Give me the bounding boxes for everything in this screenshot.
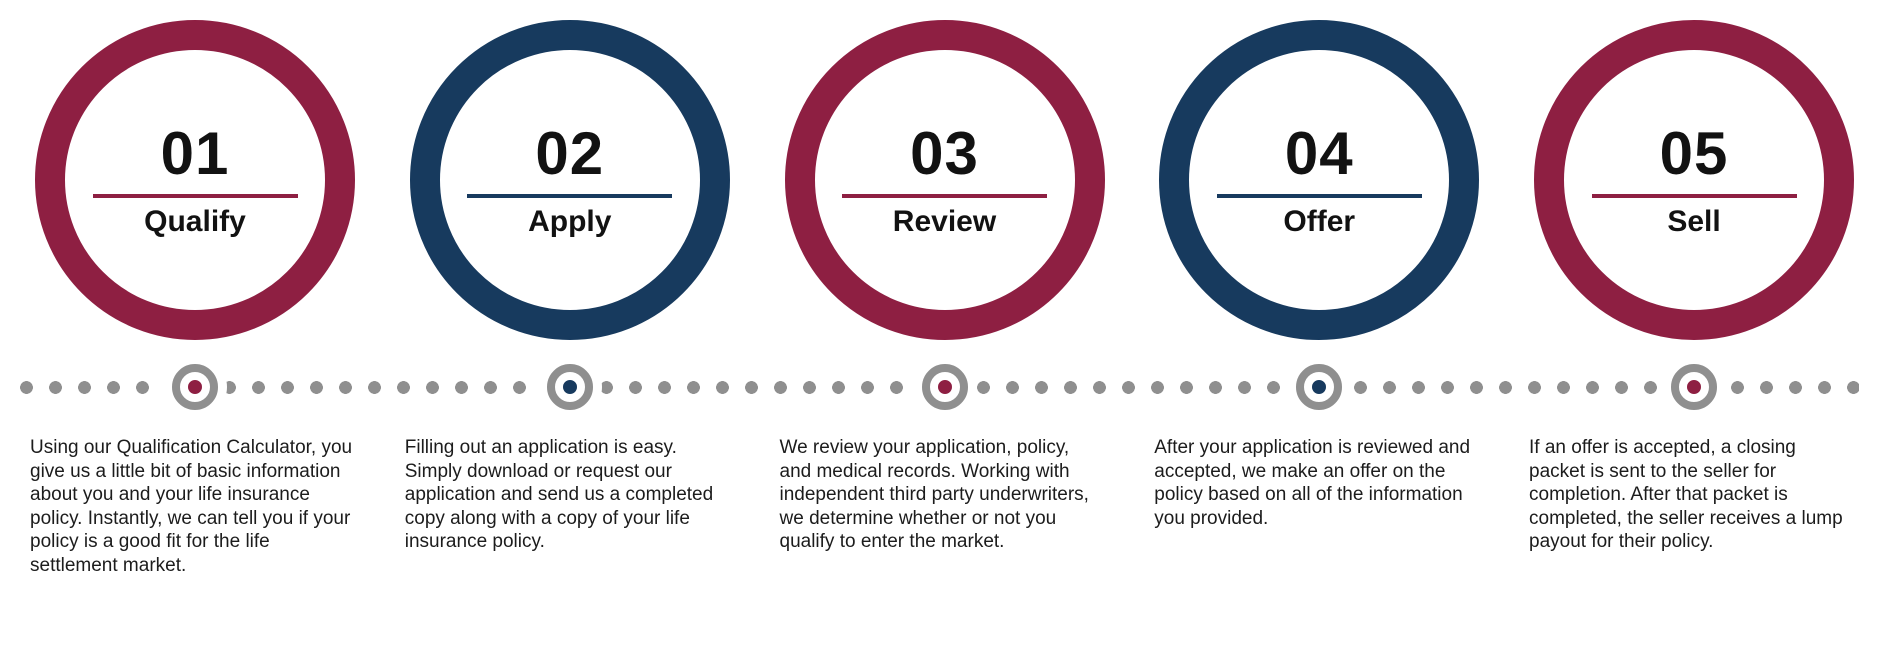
step-circle: 01 Qualify <box>35 20 355 340</box>
step-number: 04 <box>1284 119 1354 187</box>
step-circle: 02 Apply <box>409 20 730 340</box>
step-description: If an offer is accepted, a closing packe… <box>1529 437 1843 552</box>
step-divider <box>842 193 1047 198</box>
step-qualify: 01 Qualify Using our Qualification Calcu… <box>30 0 360 577</box>
step-offer: 04 Offer After your application is revie… <box>1154 0 1484 577</box>
timeline-marker-dot <box>937 380 952 394</box>
timeline-marker-dot <box>1687 380 1701 394</box>
step-number: 03 <box>910 119 979 187</box>
step-divider <box>92 193 298 198</box>
timeline-marker <box>921 364 968 410</box>
timeline-marker-dot <box>562 380 577 394</box>
step-description: After your application is reviewed and a… <box>1154 437 1471 529</box>
step-number: 01 <box>160 119 230 187</box>
step-description: Filling out an application is easy. Simp… <box>404 437 714 552</box>
timeline-marker-dot <box>1312 380 1327 394</box>
step-circle: 05 Sell <box>1534 20 1854 340</box>
step-title: Offer <box>1283 204 1356 238</box>
step-sell: 05 Sell If an offer is accepted, a closi… <box>1529 0 1859 577</box>
step-description: Using our Qualification Calculator, you … <box>30 437 353 576</box>
step-title: Sell <box>1667 204 1721 238</box>
step-title: Qualify <box>144 204 246 238</box>
step-apply: 02 Apply Filling out an application is e… <box>405 0 735 577</box>
step-divider <box>467 193 673 198</box>
step-title: Apply <box>528 204 612 238</box>
step-circle: 03 Review <box>784 20 1105 340</box>
step-title: Review <box>892 204 997 238</box>
timeline-marker-dot <box>188 380 202 394</box>
step-description: We review your application, policy, and … <box>779 437 1089 552</box>
timeline-marker <box>1671 364 1717 410</box>
step-circle: 04 Offer <box>1159 20 1480 340</box>
timeline-marker <box>1296 364 1343 410</box>
step-number: 05 <box>1659 119 1729 187</box>
step-number: 02 <box>535 119 605 187</box>
step-review: 03 Review We review your application, po… <box>780 0 1110 577</box>
steps-row: 01 Qualify Using our Qualification Calcu… <box>30 0 1859 577</box>
step-divider <box>1216 193 1422 198</box>
step-divider <box>1591 193 1797 198</box>
timeline-marker <box>546 364 593 410</box>
timeline-marker <box>172 364 218 410</box>
